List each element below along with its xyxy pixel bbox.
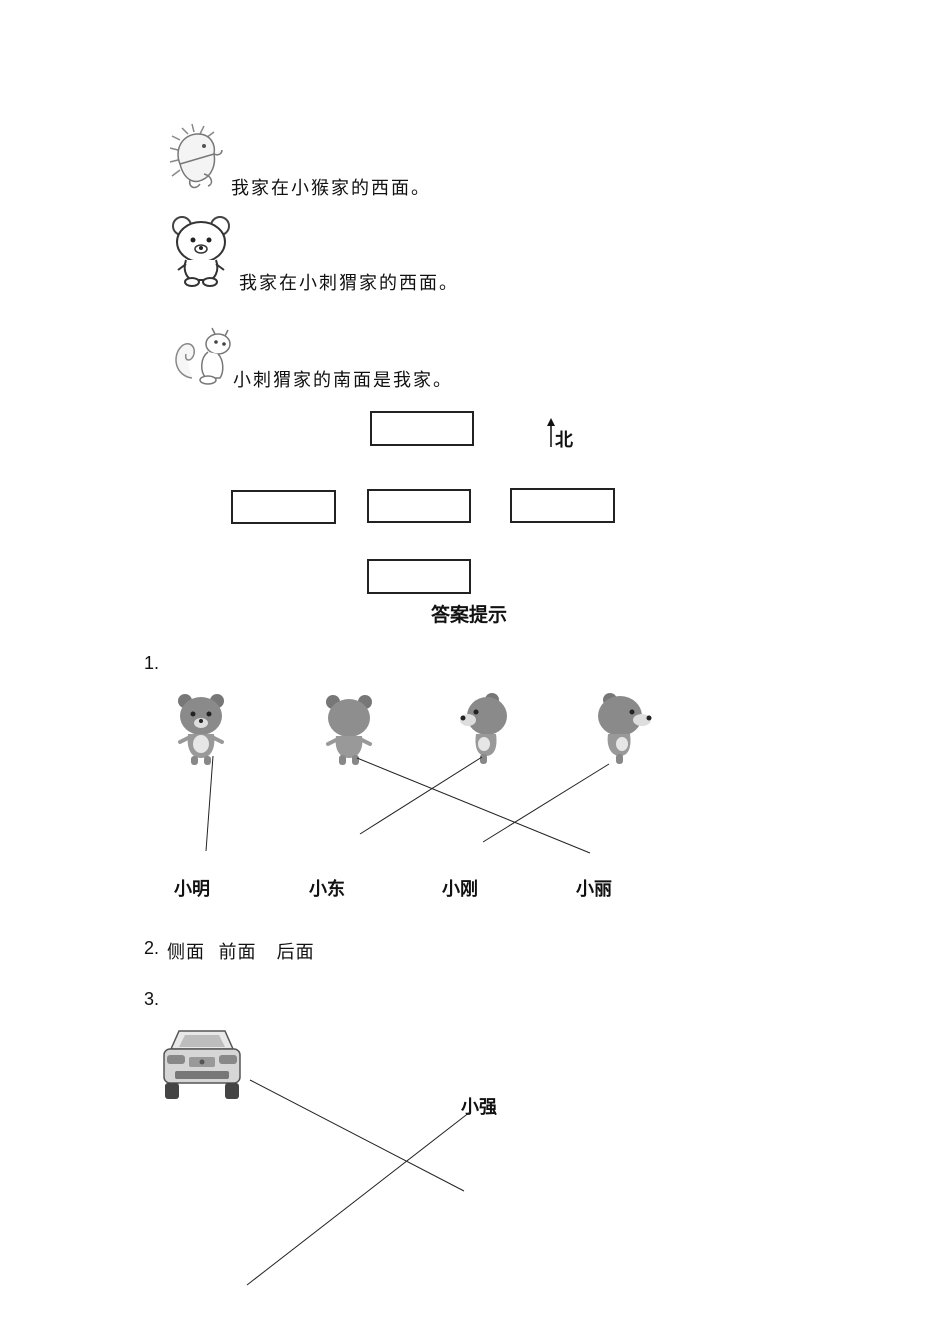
q1-line-3 [359, 756, 483, 835]
answer-box-west[interactable] [231, 490, 336, 524]
bear-side-left-icon [458, 690, 510, 766]
north-arrow-icon [546, 418, 556, 448]
statement-squirrel: 小刺猬家的南面是我家。 [233, 370, 453, 391]
answers-title: 答案提示 [431, 604, 508, 626]
name-xiaoqiang: 小强 [461, 1097, 497, 1118]
bear-icon [170, 214, 232, 288]
car-front-icon [161, 1027, 243, 1101]
q1-line-1 [205, 755, 214, 852]
bear-front-icon [176, 692, 226, 766]
name-xiaoli: 小丽 [576, 879, 612, 900]
q3-line-1 [249, 1079, 465, 1192]
bear-side-right-icon [596, 690, 656, 766]
q1-line-2 [356, 757, 591, 854]
name-xiaoming: 小明 [174, 879, 210, 900]
q2-number: 2. [144, 938, 160, 958]
answer-box-south[interactable] [367, 559, 471, 594]
statement-bear: 我家在小刺猬家的西面。 [239, 273, 459, 294]
answer-box-north[interactable] [370, 411, 474, 446]
q3-number: 3. [144, 989, 160, 1009]
name-xiaodong: 小东 [309, 879, 345, 900]
q1-number: 1. [144, 653, 160, 673]
q3-line-2 [246, 1111, 471, 1286]
q2-answer: 侧面 前面 后面 [167, 942, 315, 963]
bear-back-icon [324, 692, 374, 766]
compass-label: 北 [555, 430, 573, 451]
squirrel-icon [172, 322, 234, 386]
hedgehog-icon [168, 123, 226, 194]
q1-line-4 [482, 763, 610, 843]
answer-box-east[interactable] [510, 488, 615, 523]
statement-hedgehog: 我家在小猴家的西面。 [231, 178, 431, 199]
answer-box-center[interactable] [367, 489, 471, 523]
name-xiaogang: 小刚 [442, 879, 478, 900]
